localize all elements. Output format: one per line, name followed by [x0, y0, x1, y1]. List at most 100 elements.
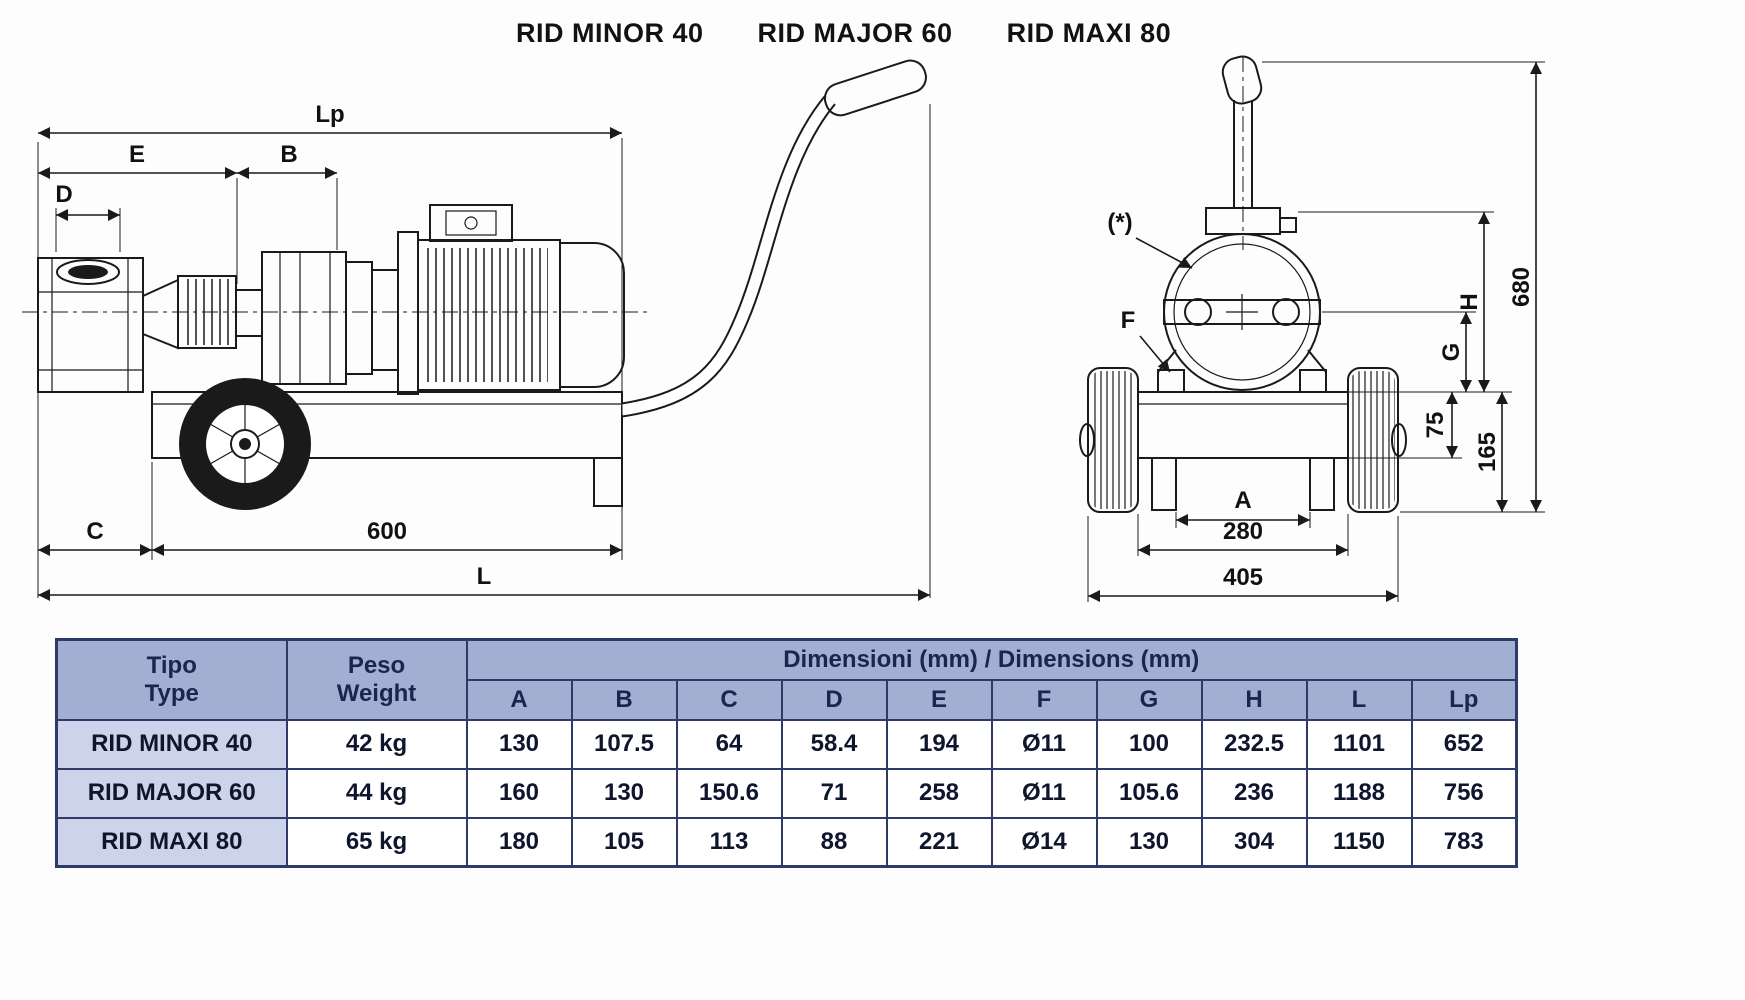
wheel-front-left: [1079, 367, 1139, 513]
table-header-row-1: Tipo Type Peso Weight Dimensioni (mm) / …: [55, 638, 1518, 721]
col-header-e: E: [885, 678, 993, 721]
side-view-dimensions: Lp E B D C 600 L: [37, 101, 931, 601]
col-header-f: F: [990, 678, 1098, 721]
dim-label-680: 680: [1508, 267, 1535, 307]
table-cell: Ø11: [990, 718, 1098, 770]
col-header-lp: Lp: [1410, 678, 1518, 721]
table-cell: 756: [1410, 767, 1518, 819]
table-cell: 258: [885, 767, 993, 819]
type-header-line2: Type: [144, 679, 199, 707]
handle-grip-front: [1221, 55, 1263, 105]
handle-grip: [823, 59, 927, 117]
table-cell: 58.4: [780, 718, 888, 770]
dim-label-c: C: [86, 518, 103, 545]
model-title-2: RID MAJOR 60: [757, 18, 953, 48]
dim-label-d: D: [55, 181, 72, 208]
coupling-cone: [142, 278, 179, 350]
table-row: RID MAXI 80 65 kg 180 105 113 88 221 Ø14…: [55, 816, 1518, 868]
leg-right: [1309, 457, 1335, 511]
type-header: Tipo Type: [55, 638, 288, 721]
model-title-3: RID MAXI 80: [1006, 18, 1172, 48]
table-cell: Ø11: [990, 767, 1098, 819]
fan-cowl: [559, 242, 625, 388]
front-view-dimensions: 75 G H 165 680 A 280 405: [1087, 61, 1545, 602]
table-cell: 64: [675, 718, 783, 770]
row-weight: 42 kg: [285, 718, 468, 770]
table-cell: 221: [885, 816, 993, 868]
support-leg: [593, 457, 623, 507]
col-header-c: C: [675, 678, 783, 721]
row-type: RID MAXI 80: [55, 816, 288, 868]
table-cell: 304: [1200, 816, 1308, 868]
motor-flange: [397, 231, 419, 395]
table-cell: Ø14: [990, 816, 1098, 868]
terminal-box: [429, 204, 513, 242]
side-view-drawing: [22, 59, 927, 510]
col-header-h: H: [1200, 678, 1308, 721]
table-header-row-2: A B C D E F G H L Lp: [57, 678, 1518, 721]
dimensions-table-wrap: Tipo Type Peso Weight Dimensioni (mm) / …: [55, 638, 1518, 868]
col-header-a: A: [465, 678, 573, 721]
dim-label-280: 280: [1223, 518, 1263, 545]
label-f: F: [1121, 307, 1136, 334]
dim-label-l: L: [477, 563, 492, 590]
mounting-foot-right: [1299, 369, 1327, 393]
row-weight: 65 kg: [285, 816, 468, 868]
table-cell: 105.6: [1095, 767, 1203, 819]
model-titles: RID MINOR 40 RID MAJOR 60 RID MAXI 80: [516, 18, 1171, 49]
dim-label-600: 600: [367, 518, 407, 545]
table-row: RID MAJOR 60 44 kg 160 130 150.6 71 258 …: [55, 767, 1518, 819]
col-header-d: D: [780, 678, 888, 721]
row-type: RID MINOR 40: [55, 718, 288, 770]
table-cell: 194: [885, 718, 993, 770]
weight-header: Peso Weight: [285, 638, 468, 721]
table-cell: 113: [675, 816, 783, 868]
dim-label-e: E: [129, 141, 145, 168]
base-frame-front: [1137, 391, 1349, 459]
table-cell: 783: [1410, 816, 1518, 868]
table-cell: 150.6: [675, 767, 783, 819]
table-cell: 180: [465, 816, 573, 868]
table-cell: 88: [780, 816, 888, 868]
weight-header-line2: Weight: [336, 679, 417, 707]
table-cell: 232.5: [1200, 718, 1308, 770]
mounting-foot-left: [1157, 369, 1185, 393]
row-type: RID MAJOR 60: [55, 767, 288, 819]
dimensions-header: Dimensioni (mm) / Dimensions (mm): [465, 638, 1518, 681]
table-row: RID MINOR 40 42 kg 130 107.5 64 58.4 194…: [55, 718, 1518, 770]
leg-left: [1151, 457, 1177, 511]
table-cell: 107.5: [570, 718, 678, 770]
wheel-front-right: [1347, 367, 1407, 513]
inlet-port: [56, 259, 120, 285]
dim-label-g: G: [1438, 343, 1465, 362]
wheel-side: [179, 378, 311, 510]
table-cell: 130: [465, 718, 573, 770]
dim-label-b: B: [280, 141, 297, 168]
dim-label-405: 405: [1223, 564, 1263, 591]
model-title-1: RID MINOR 40: [516, 18, 704, 48]
pump-head: [261, 251, 347, 385]
table-cell: 1101: [1305, 718, 1413, 770]
col-header-l: L: [1305, 678, 1413, 721]
table-cell: 160: [465, 767, 573, 819]
table-cell: 652: [1410, 718, 1518, 770]
table-cell: 71: [780, 767, 888, 819]
table-cell: 1188: [1305, 767, 1413, 819]
dimensions-table: Tipo Type Peso Weight Dimensioni (mm) / …: [55, 638, 1518, 868]
note-star-label: (*): [1107, 209, 1132, 236]
table-cell: 130: [1095, 816, 1203, 868]
table-cell: 100: [1095, 718, 1203, 770]
dim-label-165: 165: [1474, 432, 1501, 472]
front-view-drawing: (*) F: [1079, 55, 1407, 513]
weight-header-line1: Peso: [347, 651, 406, 679]
type-header-line1: Tipo: [146, 651, 197, 679]
table-cell: 1150: [1305, 816, 1413, 868]
col-header-b: B: [570, 678, 678, 721]
dim-label-a: A: [1234, 487, 1251, 514]
technical-drawing: Lp E B D C 600 L: [22, 55, 1545, 602]
table-cell: 105: [570, 816, 678, 868]
table-cell: 130: [570, 767, 678, 819]
col-header-g: G: [1095, 678, 1203, 721]
dim-label-75: 75: [1422, 412, 1449, 439]
